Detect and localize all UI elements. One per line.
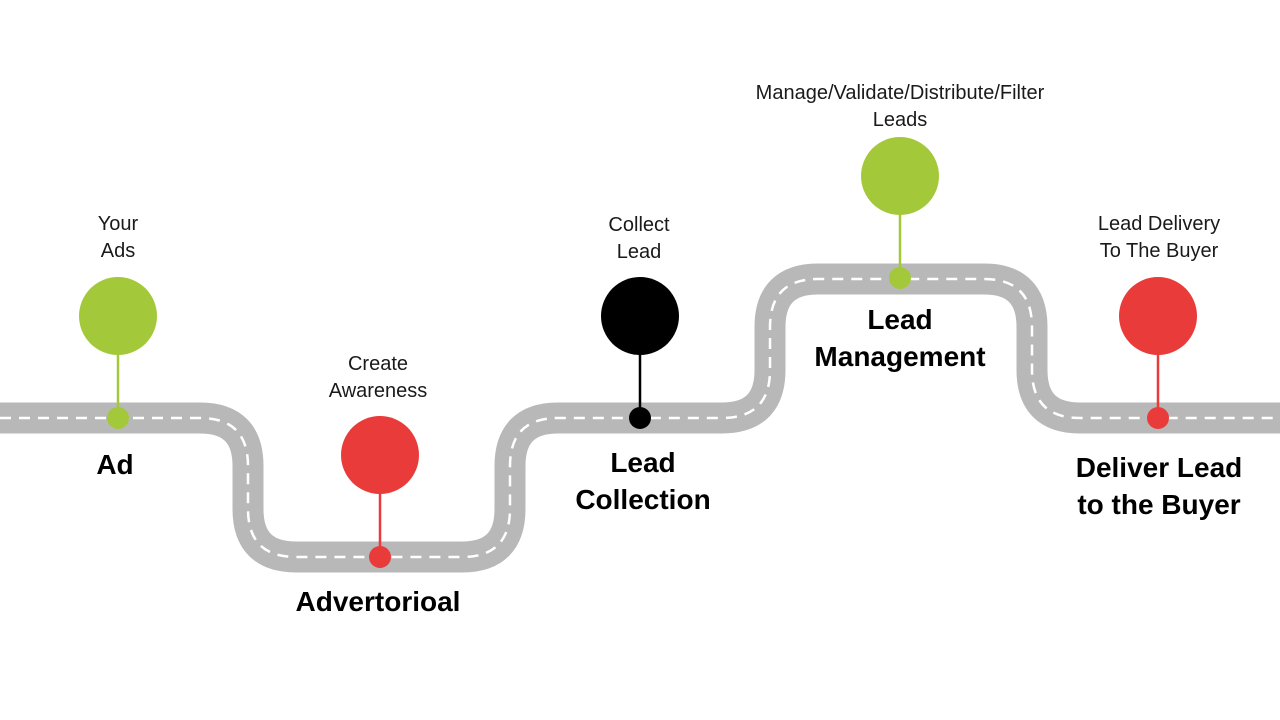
title-line: Collection — [575, 484, 711, 515]
milestone-caption-deliver-lead: Lead Delivery To The Buyer — [1098, 211, 1220, 265]
milestone-title-lead-collection: Lead Collection — [575, 444, 710, 518]
pin-road-dot — [629, 407, 651, 429]
pin-head-circle — [861, 137, 939, 215]
pin-road-dot — [107, 407, 129, 429]
caption-line: Leads — [872, 109, 928, 131]
pin-head-circle — [79, 277, 157, 355]
pin-ad — [79, 277, 157, 429]
pin-lead-collection — [601, 277, 679, 429]
pin-advertorial — [341, 416, 419, 568]
milestone-title-advertorial: Advertorioal — [296, 583, 461, 620]
title-line: Deliver Lead — [1075, 452, 1243, 483]
title-line: to the Buyer — [1077, 489, 1241, 520]
pin-deliver-lead — [1119, 277, 1197, 429]
milestone-title-deliver-lead: Deliver Lead to the Buyer — [1076, 449, 1243, 523]
milestone-caption-ad: Your Ads — [98, 211, 138, 265]
pin-head-circle — [341, 416, 419, 494]
pin-road-dot — [889, 267, 911, 289]
pin-lead-management — [861, 137, 939, 289]
caption-line: Lead — [616, 241, 662, 263]
milestone-caption-lead-management: Manage/Validate/Distribute/Filter Leads — [756, 80, 1045, 134]
milestone-title-lead-management: Lead Management — [814, 301, 985, 375]
caption-line: Your — [97, 213, 139, 235]
caption-line: Ads — [100, 240, 136, 262]
milestone-caption-lead-collection: Collect Lead — [608, 212, 669, 266]
caption-line: Manage/Validate/Distribute/Filter — [755, 82, 1045, 104]
caption-line: Lead Delivery — [1097, 213, 1221, 235]
caption-line: Create — [347, 353, 409, 375]
caption-line: To The Buyer — [1099, 240, 1219, 262]
title-line: Management — [814, 341, 986, 372]
title-line: Advertorioal — [295, 586, 461, 617]
title-line: Lead — [610, 447, 676, 478]
pin-head-circle — [1119, 277, 1197, 355]
title-line: Lead — [867, 304, 933, 335]
title-line: Ad — [96, 449, 134, 480]
milestone-title-ad: Ad — [96, 446, 133, 483]
pin-head-circle — [601, 277, 679, 355]
caption-line: Collect — [608, 214, 670, 236]
pin-road-dot — [1147, 407, 1169, 429]
pin-road-dot — [369, 546, 391, 568]
milestone-caption-advertorial: Create Awareness — [329, 351, 428, 405]
caption-line: Awareness — [328, 380, 428, 402]
